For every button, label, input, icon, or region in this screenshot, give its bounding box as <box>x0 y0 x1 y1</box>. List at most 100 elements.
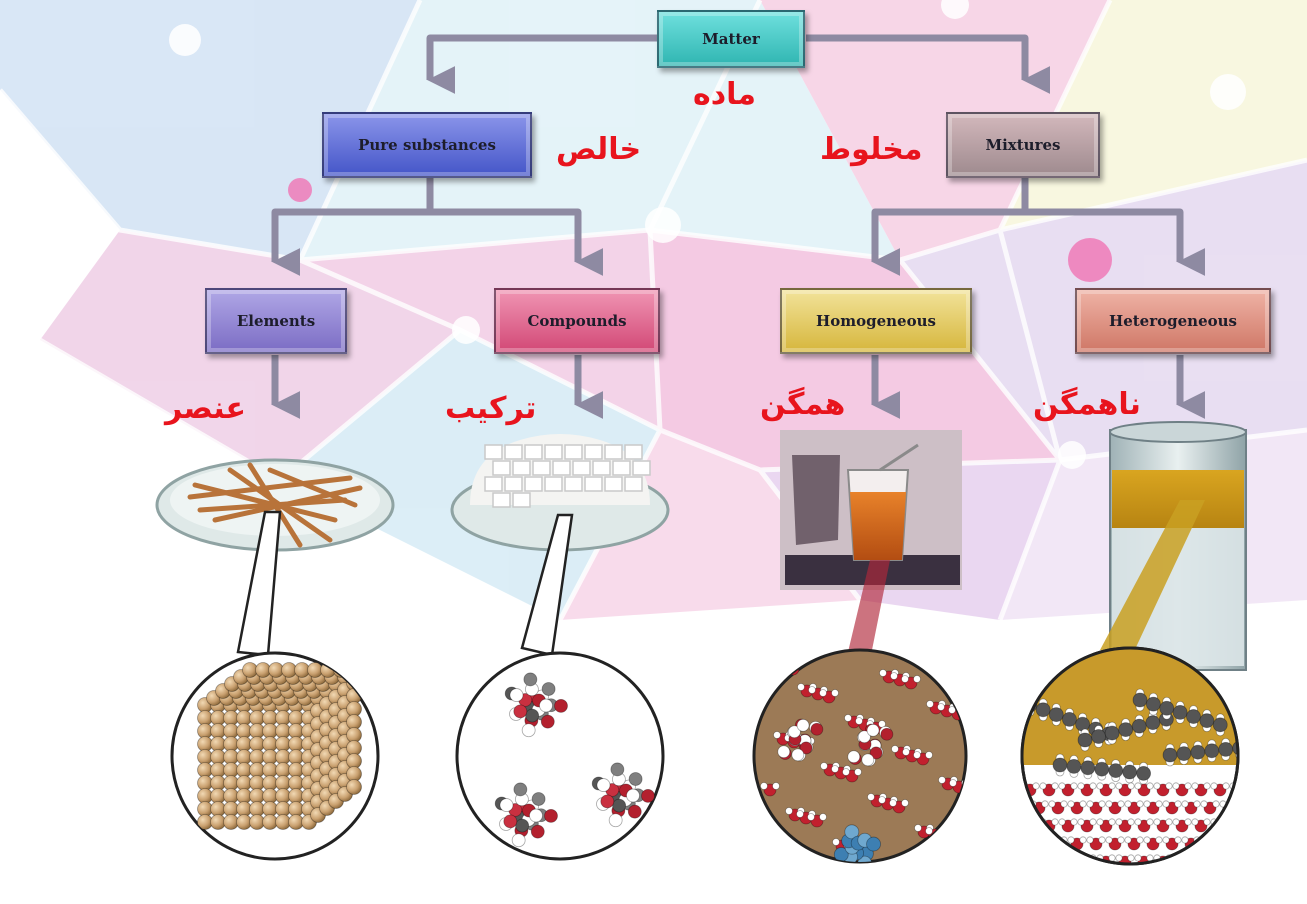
sugar-cube <box>584 476 603 492</box>
water-oxygen <box>1213 855 1227 864</box>
water-hydrogen <box>831 689 839 697</box>
water-hydrogen <box>1060 800 1068 808</box>
hexane-carbon <box>1104 725 1120 741</box>
water-hydrogen <box>1048 800 1056 808</box>
sucrose-atom <box>540 714 555 729</box>
compounds-node: Compounds <box>494 288 660 354</box>
water-hydrogen <box>1077 782 1085 790</box>
hexane-carbon <box>1075 716 1091 732</box>
water-oxygen <box>939 831 953 845</box>
water-oxygen <box>1232 819 1238 833</box>
water-hydrogen <box>867 793 875 801</box>
water-hydrogen <box>1156 873 1162 879</box>
sucrose-atom <box>531 792 546 806</box>
elements-label-fa: عنصر <box>165 391 246 426</box>
water-hydrogen <box>1115 854 1123 862</box>
water-hydrogen <box>890 672 898 680</box>
water-hydrogen <box>1212 800 1220 808</box>
water-hydrogen <box>761 655 769 663</box>
water-hydrogen <box>879 669 887 677</box>
hexane-carbon <box>1204 743 1220 759</box>
water-hydrogen <box>1117 836 1125 844</box>
water-hydrogen <box>901 675 909 683</box>
water-hydrogen <box>1127 854 1135 862</box>
water-hydrogen <box>1203 818 1211 826</box>
water-hydrogen <box>1099 873 1105 879</box>
water-hydrogen <box>1172 782 1180 790</box>
copper-atom <box>346 779 362 795</box>
water-hydrogen <box>1080 873 1086 879</box>
sugar-molecule-atom <box>791 748 805 762</box>
water-oxygen <box>1242 874 1254 886</box>
water-hydrogen <box>842 768 850 776</box>
hexane-carbon <box>1048 707 1064 723</box>
water-hydrogen <box>1251 801 1257 807</box>
water-hydrogen <box>1144 873 1150 879</box>
water-hydrogen <box>1079 836 1087 844</box>
sugar-molecule-atom <box>857 730 871 744</box>
hexane-carbon <box>1062 712 1077 727</box>
sugar-cube <box>604 476 623 492</box>
water-oxygen <box>1090 874 1102 886</box>
sugar-cube <box>552 460 571 476</box>
water-hydrogen <box>1067 800 1075 808</box>
water-hydrogen <box>1032 854 1040 862</box>
water-hydrogen <box>1146 782 1154 790</box>
water-hydrogen <box>773 655 781 663</box>
water-hydrogen <box>1022 854 1028 862</box>
water-hydrogen <box>1210 782 1218 790</box>
water-hydrogen <box>1155 800 1163 808</box>
water-oxygen <box>1032 837 1046 851</box>
sucrose-atom <box>530 824 545 839</box>
water-hydrogen <box>1153 782 1161 790</box>
water-hydrogen <box>1105 836 1113 844</box>
copper-atom <box>346 662 362 678</box>
background-network-nodes <box>169 0 1246 469</box>
water-oxygen <box>1204 874 1216 886</box>
sugar-molecule-atom <box>799 741 813 755</box>
water-hydrogen <box>878 796 886 804</box>
water-oxygen <box>1042 855 1056 864</box>
water-hydrogen <box>925 751 933 759</box>
water-hydrogen <box>1115 782 1123 790</box>
sugar-cube <box>624 444 643 460</box>
water-hydrogen <box>1098 800 1106 808</box>
water-hydrogen <box>1032 782 1040 790</box>
sugar-cube <box>632 460 651 476</box>
hexane-carbon <box>1145 715 1161 731</box>
water-hydrogen <box>1118 873 1124 879</box>
hexane-carbon <box>1052 757 1068 773</box>
sugar-cube <box>624 476 643 492</box>
water-oxygen <box>775 659 789 673</box>
hexane-carbon <box>1066 758 1082 774</box>
water-hydrogen <box>1175 873 1181 879</box>
hexane-carbon <box>1077 732 1093 748</box>
water-hydrogen <box>1117 800 1125 808</box>
water-oxygen <box>1061 855 1075 864</box>
sucrose-atom <box>627 804 642 819</box>
water-hydrogen <box>772 658 780 666</box>
sucrose-atom <box>511 833 526 848</box>
water-hydrogen <box>1029 836 1037 844</box>
water-hydrogen <box>1134 782 1142 790</box>
water-oxygen <box>1071 874 1083 886</box>
water-hydrogen <box>754 652 758 660</box>
water-hydrogen <box>1041 836 1049 844</box>
water-hydrogen <box>1134 854 1142 862</box>
water-hydrogen <box>1222 818 1230 826</box>
sugar-cube <box>492 492 511 508</box>
water-hydrogen <box>1213 873 1219 879</box>
water-hydrogen <box>1108 818 1116 826</box>
water-hydrogen <box>948 830 956 838</box>
caffeine-atom <box>857 855 873 862</box>
hexane-carbon <box>1186 709 1201 724</box>
sugar-cube <box>504 444 523 460</box>
water-hydrogen <box>1089 782 1097 790</box>
water-hydrogen <box>1049 873 1055 879</box>
hexane-carbon <box>1145 696 1161 712</box>
sucrose-atom <box>612 798 627 813</box>
water-hydrogen <box>1022 818 1028 826</box>
hexane-carbon <box>1132 692 1148 708</box>
compounds-label-fa: ترکیب <box>445 391 537 426</box>
water-hydrogen <box>1193 800 1201 808</box>
